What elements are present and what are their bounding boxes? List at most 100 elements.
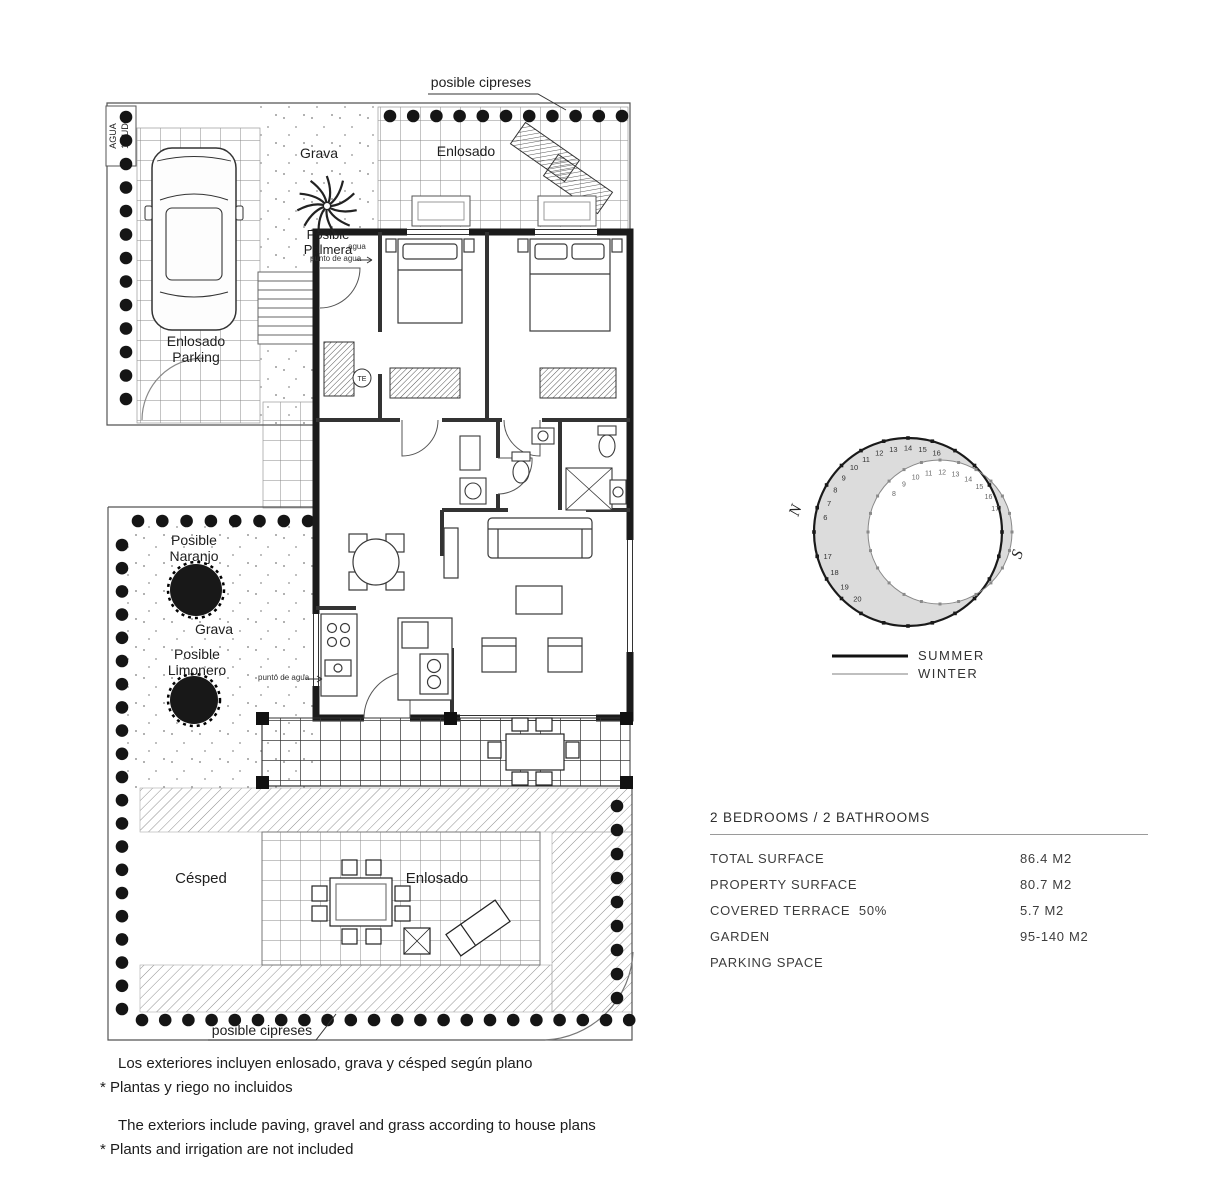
hedge-bush	[182, 1013, 195, 1027]
sun-hour-label: 14	[964, 477, 972, 484]
fridge	[401, 621, 429, 649]
sun-hour-label: 12	[875, 449, 883, 458]
hedge-bush	[622, 1013, 636, 1027]
sun-hour-tick	[987, 483, 992, 487]
label-cesped: Césped	[175, 870, 227, 887]
hedge-bush	[522, 109, 536, 123]
spec-label: COVERED TERRACE 50%	[710, 902, 888, 918]
footnote-es-2: * Plantas y riego no incluidos	[100, 1079, 293, 1096]
sun-hour-ticks	[812, 436, 1014, 628]
sun-hour-tick	[876, 566, 880, 570]
hedge-bush	[115, 956, 129, 969]
sun-hour-tick	[919, 461, 923, 464]
bed-2	[517, 238, 623, 332]
hedge-bush	[115, 747, 129, 761]
terrace-table	[505, 733, 565, 771]
sun-hour-tick	[859, 448, 863, 453]
hedge-bush	[119, 134, 133, 147]
porch-steps	[411, 195, 597, 227]
spec-row: PARKING SPACE	[710, 949, 1148, 975]
hedge-bush	[476, 109, 490, 123]
label-enlosado-bottom: Enlosado	[405, 870, 469, 887]
hedge-bush	[119, 392, 133, 406]
sun-hour-label: 14	[904, 444, 912, 453]
sun-hour-tick	[815, 554, 819, 559]
spec-value: 86.4 M2	[1020, 850, 1072, 866]
hedge-bush	[115, 840, 129, 853]
hedge-bush	[115, 933, 129, 946]
sun-hour-tick	[1010, 530, 1014, 534]
hedge-bush	[115, 886, 129, 900]
hedge-bush	[115, 1002, 129, 1016]
hedge-bush	[158, 1013, 172, 1027]
orange-tree	[166, 560, 226, 620]
hedge-bush	[119, 345, 133, 359]
label-posible-palmera: Posible Palmera	[303, 227, 353, 257]
hedge-bush	[115, 979, 129, 993]
armchair-1	[481, 637, 517, 673]
hedge-bush	[115, 793, 129, 807]
hedge-bush	[115, 770, 129, 784]
spec-label: PARKING SPACE	[710, 954, 824, 970]
label-enlosado-parking: Enlosado Parking	[166, 333, 226, 365]
hedge-bush	[115, 863, 129, 877]
kitchen-counter	[320, 613, 358, 697]
label-posible-limonero: Posible Limonero	[167, 646, 227, 678]
legend-summer-label: SUMMER	[918, 648, 985, 663]
kitchen-fixtures	[320, 613, 453, 701]
hedge-bush	[119, 181, 133, 194]
sun-hour-label: 15	[918, 445, 926, 454]
sun-hour-tick	[972, 596, 977, 601]
sun-hour-tick	[938, 458, 942, 462]
sun-hour-tick	[876, 494, 880, 498]
north-label: N	[786, 501, 806, 519]
hedge-bush	[610, 919, 624, 933]
sun-hour-tick	[881, 621, 886, 625]
sun-hour-label: 16	[985, 494, 993, 501]
hedge-bush	[115, 561, 129, 575]
footnote-es-1: Los exteriores incluyen enlosado, grava …	[118, 1055, 533, 1072]
sun-hour-label: 7	[827, 499, 831, 508]
sun-hour-tick	[919, 600, 923, 603]
sun-hour-label: 15	[976, 484, 984, 491]
sun-hour-label: 10	[850, 463, 858, 472]
hatched-band-bottom	[139, 964, 553, 1013]
sun-hour-tick	[1000, 530, 1004, 534]
sun-hour-tick	[997, 554, 1001, 559]
armchair-2	[547, 637, 583, 673]
hedge-bush	[453, 109, 466, 123]
bathroom-fixtures	[459, 425, 627, 511]
sun-hour-tick	[887, 581, 891, 585]
sun-hour-tick	[930, 439, 935, 443]
hedge-bush	[115, 817, 129, 830]
hedge-bush	[414, 1013, 427, 1027]
hedge-bush	[115, 631, 129, 645]
hedge-bush	[321, 1013, 334, 1027]
hedge-bush	[115, 701, 129, 714]
tv-cabinet	[443, 527, 459, 579]
sun-hour-label: 12	[938, 470, 946, 477]
hedge-bush	[115, 538, 129, 552]
hedge-bush	[253, 514, 266, 528]
hedge-bush	[592, 109, 606, 123]
sun-crescent	[814, 438, 1012, 626]
sun-hour-tick	[902, 468, 906, 472]
hedge-bush	[553, 1013, 566, 1027]
label-grava-mid: Grava	[194, 621, 234, 637]
hedge-bush	[119, 298, 133, 312]
sun-hour-label: 16	[933, 449, 941, 458]
label-punto-agua-mid: punto de agua	[258, 673, 310, 682]
hedge-bush	[610, 799, 624, 813]
hedge-bush	[115, 585, 129, 598]
agua-box-line1: AGUA	[108, 123, 118, 149]
south-label: S	[1008, 548, 1027, 561]
hedge-bush	[204, 514, 218, 528]
hedge-bush	[610, 895, 624, 909]
sun-hour-tick	[957, 600, 961, 603]
hedge-bush	[228, 514, 242, 528]
